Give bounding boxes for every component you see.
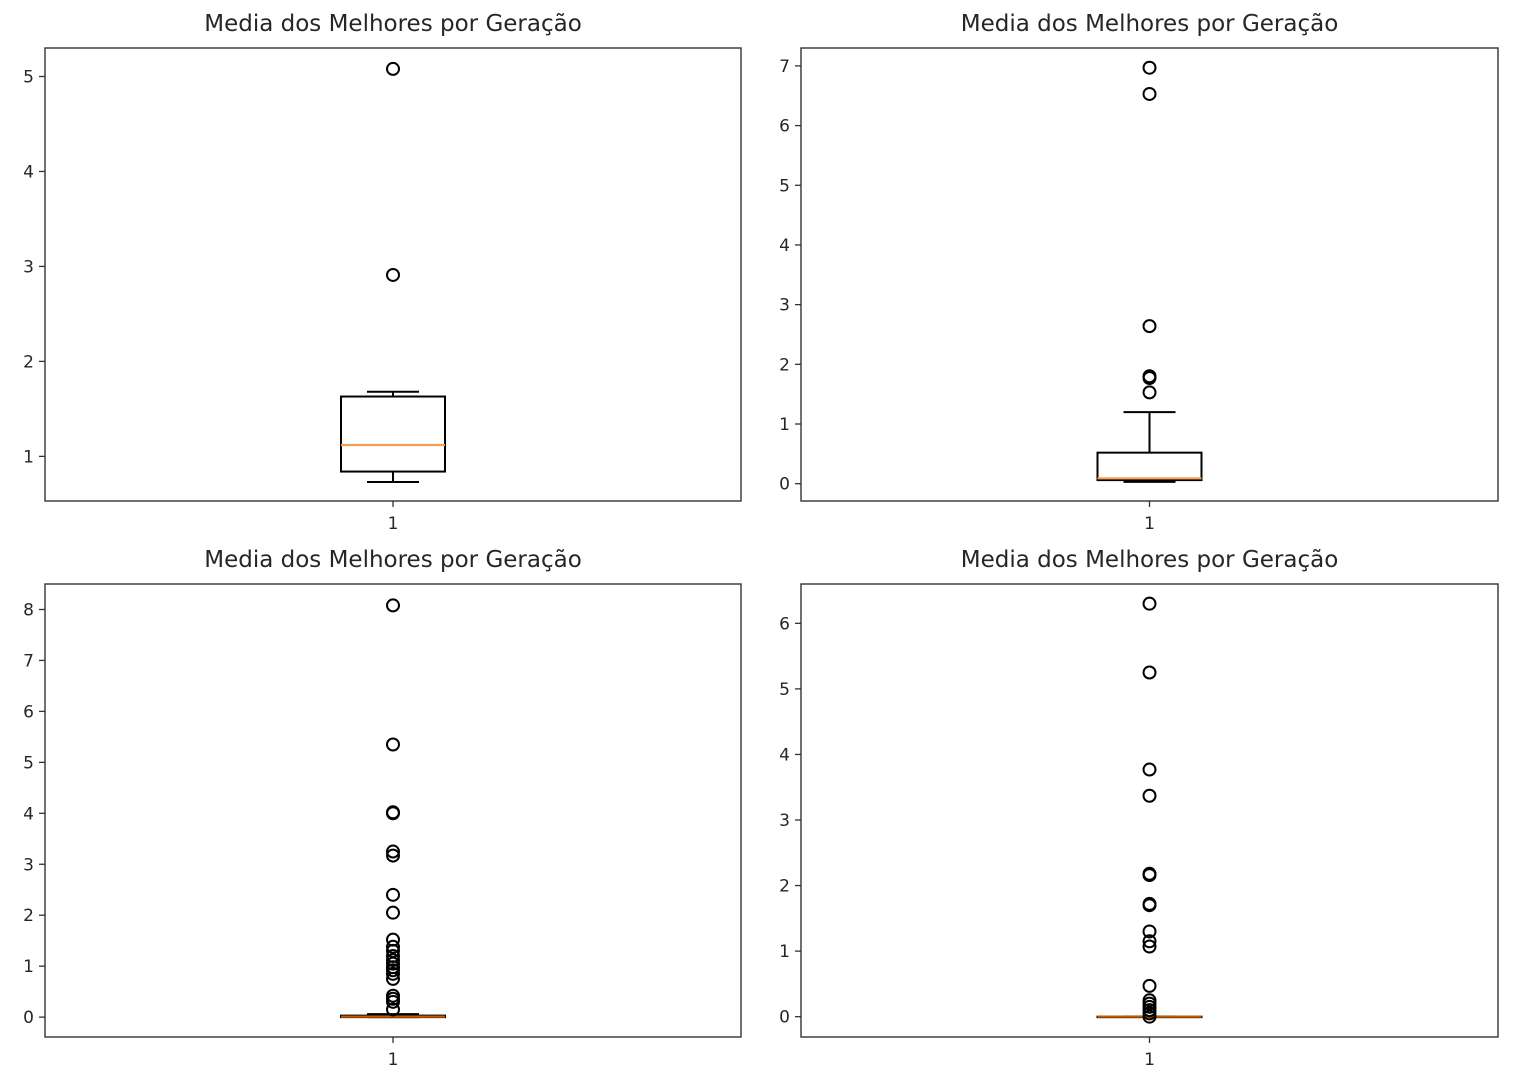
y-tick-label: 5 <box>779 680 790 700</box>
plot-svg: 0 1 2 3 4 5 6 7 1 <box>779 47 1499 534</box>
outlier-point <box>386 887 400 902</box>
outlier-point <box>386 61 400 76</box>
x-tick-label: 1 <box>388 514 399 534</box>
axes-frame <box>800 583 1499 1038</box>
y-tick-label: 3 <box>779 811 790 831</box>
axes-frame <box>44 583 742 1038</box>
outlier-point <box>386 737 400 752</box>
y-tick-label: 5 <box>23 67 34 87</box>
outlier-point <box>1142 385 1157 400</box>
y-tick-label: 1 <box>23 957 34 977</box>
boxplot-panel-bottom-right: Media dos Melhores por Geração 0 1 2 3 4 5 6 1 <box>756 543 1513 1087</box>
x-tick-label: 1 <box>1144 1050 1155 1070</box>
outlier-point <box>386 1002 400 1017</box>
y-tick-label: 4 <box>779 236 790 256</box>
outlier-point <box>386 267 400 282</box>
y-tick-label: 4 <box>779 745 790 765</box>
outlier-point <box>386 806 400 821</box>
y-tick-label: 6 <box>23 702 34 722</box>
outlier-point <box>1142 934 1157 949</box>
y-tick-label: 7 <box>23 651 34 671</box>
chart-title: Media dos Melhores por Geração <box>960 11 1339 37</box>
iqr-box <box>1096 451 1203 482</box>
y-tick-label: 2 <box>779 355 790 375</box>
y-tick-label: 3 <box>779 296 790 316</box>
outlier-point <box>1142 868 1157 883</box>
y-tick-label: 2 <box>779 877 790 897</box>
iqr-box <box>340 395 446 473</box>
y-tick-label: 7 <box>779 57 790 77</box>
x-tick-label: 1 <box>388 1050 399 1070</box>
outlier-point <box>1142 978 1157 993</box>
axes-frame <box>44 47 742 502</box>
outlier-point <box>1142 762 1157 777</box>
outlier-point <box>386 971 400 986</box>
y-tick-label: 2 <box>23 352 34 372</box>
chart-title: Media dos Melhores por Geração <box>204 547 582 573</box>
outlier-point <box>1142 665 1157 680</box>
y-tick-label: 4 <box>23 804 34 824</box>
y-tick-label: 6 <box>779 614 790 634</box>
outlier-point <box>1142 788 1157 803</box>
y-tick-label: 1 <box>779 942 790 962</box>
chart-title: Media dos Melhores por Geração <box>960 547 1339 573</box>
outlier-point <box>1142 371 1157 386</box>
outlier-point <box>1142 86 1157 101</box>
y-tick-label: 3 <box>23 855 34 875</box>
outlier-point <box>1142 319 1157 334</box>
outlier-point <box>386 848 400 863</box>
outlier-point <box>386 966 400 981</box>
outlier-point <box>386 844 400 859</box>
chart-title: Media dos Melhores por Geração <box>204 11 582 37</box>
outlier-point <box>386 939 400 954</box>
outlier-point <box>386 994 400 1009</box>
outlier-point <box>1142 1009 1157 1024</box>
y-tick-label: 0 <box>779 1008 790 1028</box>
y-tick-label: 5 <box>779 176 790 196</box>
y-tick-label: 5 <box>23 753 34 773</box>
y-tick-label: 1 <box>23 447 34 467</box>
plot-svg: 0 1 2 3 4 5 6 1 <box>779 583 1499 1070</box>
y-tick-label: 6 <box>779 117 790 137</box>
y-tick-label: 2 <box>23 906 34 926</box>
y-tick-label: 0 <box>779 475 790 495</box>
x-tick-label: 1 <box>1144 514 1155 534</box>
plot-svg: 0 1 2 3 4 5 6 7 8 1 <box>23 583 742 1070</box>
outlier-point <box>1142 60 1157 75</box>
y-tick-label: 4 <box>23 162 34 182</box>
y-tick-label: 3 <box>23 257 34 277</box>
outlier-point <box>386 905 400 920</box>
outlier-point <box>1142 924 1157 939</box>
axes-frame <box>800 47 1499 502</box>
y-tick-label: 8 <box>23 600 34 620</box>
y-tick-label: 1 <box>779 415 790 435</box>
outlier-point <box>1142 939 1157 954</box>
boxplot-panel-top-right: Media dos Melhores por Geração 0 1 2 3 4 5 6 7 1 <box>756 0 1513 543</box>
boxplot-panel-bottom-left: Media dos Melhores por Geração 0 1 2 3 4 5 6 7 8… <box>0 543 756 1087</box>
y-tick-label: 0 <box>23 1008 34 1028</box>
outlier-point <box>1142 596 1157 611</box>
plot-svg: 1 2 3 4 5 1 <box>23 47 742 534</box>
boxplot-panel-top-left: Media dos Melhores por Geração 1 2 3 4 5 1 <box>0 0 756 543</box>
outlier-point <box>386 598 400 613</box>
outlier-point <box>1142 898 1157 913</box>
